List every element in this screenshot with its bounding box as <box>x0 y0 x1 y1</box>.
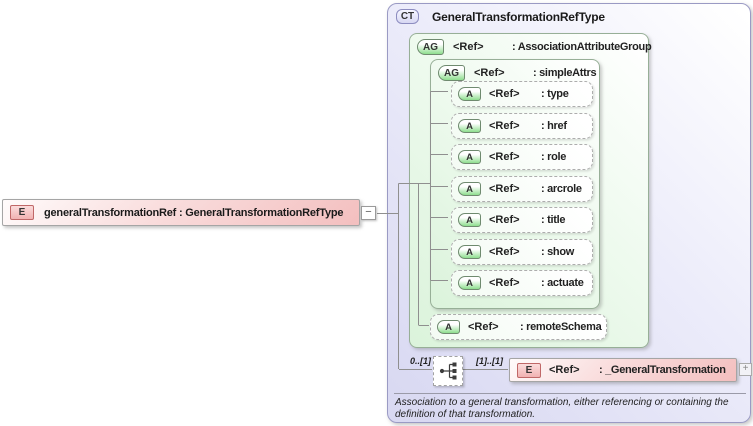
annotation-divider <box>394 393 746 394</box>
cardinality-label-left: 0..[1] <box>409 356 431 366</box>
attribute-badge-icon: A <box>458 119 481 133</box>
attribute-group-ref: <Ref> <box>453 41 484 53</box>
attribute-name: : title <box>541 214 566 226</box>
attribute-name: : actuate <box>541 277 584 289</box>
simple-attrs-ref: <Ref> <box>474 67 505 79</box>
attribute-group-association[interactable]: AG <Ref> : AssociationAttributeGroup AG … <box>409 33 652 348</box>
attribute-name: : type <box>541 88 569 100</box>
complex-type-badge-icon: CT <box>396 9 419 24</box>
element-badge-icon: E <box>517 362 541 378</box>
collapse-toggle-icon[interactable]: − <box>361 206 376 220</box>
simple-attrs-header: AG <Ref> : simpleAttrs <box>438 65 597 81</box>
attribute-ref: <Ref> <box>489 120 520 132</box>
child-element-name: : _GeneralTransformation <box>599 364 726 376</box>
attribute-ref: <Ref> <box>489 246 520 258</box>
child-element-ref: <Ref> <box>549 364 580 376</box>
attribute-name: : show <box>541 246 575 258</box>
attribute-group-simple-attrs[interactable]: AG <Ref> : simpleAttrs A <Ref> : type A … <box>430 59 600 309</box>
attribute-group-badge-icon: AG <box>438 65 465 81</box>
complex-type-title: GeneralTransformationRefType <box>432 9 605 24</box>
attribute-group-name: : AssociationAttributeGroup <box>512 41 652 53</box>
attribute-name: : remoteSchema <box>520 321 602 333</box>
attribute-badge-icon: A <box>458 182 481 196</box>
expand-toggle-icon[interactable]: + <box>739 363 752 376</box>
attribute-actuate[interactable]: A <Ref> : actuate <box>451 270 593 296</box>
attribute-name: : role <box>541 151 567 163</box>
attribute-badge-icon: A <box>458 87 481 101</box>
attribute-ref: <Ref> <box>489 214 520 226</box>
complex-type-header: CT GeneralTransformationRefType <box>396 9 605 24</box>
attribute-badge-icon: A <box>458 276 481 290</box>
attribute-show[interactable]: A <Ref> : show <box>451 239 593 265</box>
element-general-transformation-ref[interactable]: E generalTransformationRef : GeneralTran… <box>2 199 360 226</box>
attribute-remote-schema[interactable]: A <Ref> : remoteSchema <box>430 314 607 340</box>
element-general-transformation[interactable]: E <Ref> : _GeneralTransformation <box>509 358 737 382</box>
attribute-arcrole[interactable]: A <Ref> : arcrole <box>451 176 593 202</box>
attribute-badge-icon: A <box>437 320 460 334</box>
sequence-glyph <box>439 362 457 380</box>
attribute-badge-icon: A <box>458 150 481 164</box>
cardinality-label-right: [1]..[1] <box>476 356 503 366</box>
attribute-ref: <Ref> <box>468 321 499 333</box>
attribute-href[interactable]: A <Ref> : href <box>451 113 593 139</box>
sequence-compositor-icon[interactable] <box>433 356 463 386</box>
attribute-group-association-header: AG <Ref> : AssociationAttributeGroup <box>417 39 652 55</box>
attribute-badge-icon: A <box>458 213 481 227</box>
attribute-name: : href <box>541 120 567 132</box>
attribute-ref: <Ref> <box>489 183 520 195</box>
attribute-ref: <Ref> <box>489 88 520 100</box>
attribute-title[interactable]: A <Ref> : title <box>451 207 593 233</box>
attribute-badge-icon: A <box>458 245 481 259</box>
attribute-role[interactable]: A <Ref> : role <box>451 144 593 170</box>
annotation-text: Association to a general transformation,… <box>395 397 729 420</box>
attribute-ref: <Ref> <box>489 151 520 163</box>
complex-type-box: CT GeneralTransformationRefType AG <Ref>… <box>387 3 752 423</box>
attribute-ref: <Ref> <box>489 277 520 289</box>
attribute-group-badge-icon: AG <box>417 39 444 55</box>
simple-attrs-name: : simpleAttrs <box>533 67 597 79</box>
main-element-label: generalTransformationRef : GeneralTransf… <box>44 206 344 219</box>
attribute-type[interactable]: A <Ref> : type <box>451 81 593 107</box>
element-badge-icon: E <box>10 205 34 220</box>
attribute-name: : arcrole <box>541 183 582 195</box>
